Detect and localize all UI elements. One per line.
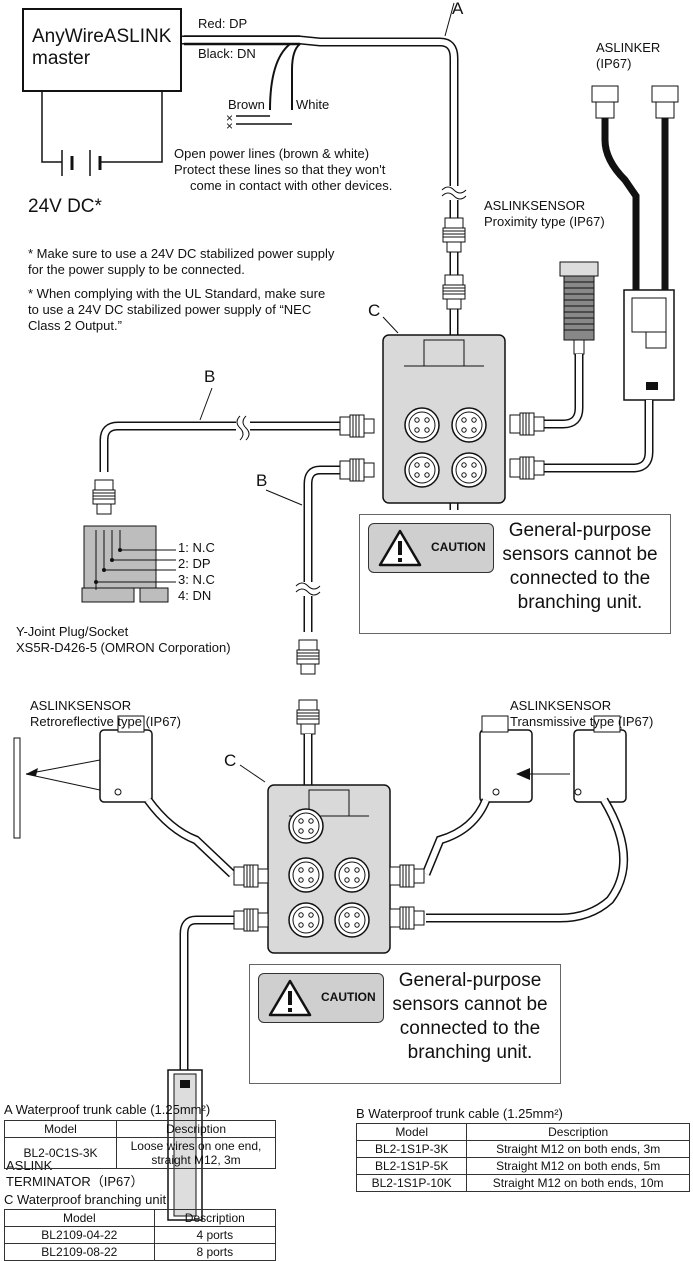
- caution-line: sensors cannot be: [392, 994, 548, 1015]
- table-b-header: Description: [466, 1123, 690, 1141]
- note-2-line2: to use a 24V DC stabilized power supply …: [28, 302, 312, 317]
- master-line2: master: [32, 48, 91, 69]
- yjoint-label-2: XS5R-D426-5 (OMRON Corporation): [16, 640, 231, 655]
- table-c-caption: C Waterproof branching unit: [4, 1192, 167, 1207]
- table-cell: 8 ports: [153, 1243, 277, 1261]
- table-b-header: Model: [355, 1123, 468, 1141]
- table-c-header: Model: [4, 1209, 155, 1227]
- label-c1: C: [368, 301, 381, 320]
- note-1-line1: * Make sure to use a 24V DC stabilized p…: [28, 246, 335, 261]
- table-cell: BL2109-04-22: [4, 1226, 155, 1244]
- power-supply-symbol: [41, 92, 163, 176]
- white-wire-label: White: [296, 97, 330, 112]
- table-c-header: Description: [153, 1209, 277, 1227]
- yjoint-pin-4: 4: DN: [178, 588, 212, 603]
- table-cell: Straight M12 on both ends, 5m: [466, 1157, 690, 1175]
- table-cell: BL2109-08-22: [4, 1243, 155, 1261]
- caution-text: General-purpose sensors cannot be connec…: [498, 519, 662, 615]
- anywire-aslink-master: AnyWireASLINK master: [22, 8, 182, 92]
- caution-line: connected to the: [399, 1018, 541, 1039]
- caution-line: connected to the: [509, 568, 651, 589]
- label-b2: B: [256, 471, 268, 490]
- trunk-cable-a: × ×: [182, 2, 467, 510]
- caution-line: branching unit.: [517, 592, 643, 613]
- branching-unit-c1: [382, 316, 506, 504]
- caution-box-2: CAUTION General-purpose sensors cannot b…: [249, 964, 561, 1084]
- retroreflective-sensor: [13, 715, 236, 878]
- transmissive-label-2: Transmissive type (IP67): [510, 714, 654, 729]
- terminator-label-2: TERMINATOR（IP67）: [6, 1174, 144, 1189]
- svg-text:×: ×: [226, 111, 233, 125]
- table-b-caption: B Waterproof trunk cable (1.25mm²): [356, 1106, 563, 1121]
- caution-line: sensors cannot be: [502, 544, 658, 565]
- yjoint-pin-1: 1: N.C: [178, 540, 215, 555]
- black-wire-label: Black: DN: [198, 46, 256, 61]
- caution-badge: CAUTION: [368, 523, 494, 573]
- label-a: A: [452, 0, 464, 18]
- label-b1: B: [204, 367, 216, 386]
- note-1-line2: for the power supply to be connected.: [28, 262, 245, 277]
- caution-badge-text: CAUTION: [431, 540, 486, 554]
- table-cell: BL2-1S1P-5K: [355, 1157, 468, 1175]
- caution-line: branching unit.: [407, 1042, 533, 1063]
- proximity-label-1: ASLINKSENSOR: [484, 198, 586, 213]
- warning-triangle-icon: [378, 529, 422, 567]
- open-power-note-1: Open power lines (brown & white): [174, 146, 370, 161]
- note-2-line1: * When complying with the UL Standard, m…: [28, 286, 326, 301]
- note-2-line3: Class 2 Output.”: [28, 318, 122, 333]
- table-a-caption: A Waterproof trunk cable (1.25mm²): [4, 1102, 211, 1117]
- table-cell: BL2-0C1S-3K: [4, 1137, 117, 1169]
- table-cell: Straight M12 on both ends, 3m: [466, 1140, 690, 1158]
- caution-text: General-purpose sensors cannot be connec…: [388, 969, 552, 1065]
- power-label: 24V DC*: [28, 196, 102, 217]
- trunk-cable-b1: [99, 387, 340, 472]
- table-cell: Loose wires on one end, straight M12, 3m: [116, 1137, 276, 1169]
- caution-badge-text: CAUTION: [321, 990, 376, 1004]
- trunk-cable-b2: [265, 465, 340, 632]
- y-joint-plug: [81, 525, 176, 603]
- retro-label-2: Retroreflective type (IP67): [30, 714, 182, 729]
- proximity-sensor: [544, 261, 599, 429]
- table-row: BL2-0C1S-3K Loose wires on one end, stra…: [4, 1137, 276, 1169]
- brown-wire-label: Brown: [228, 97, 265, 112]
- aslinker-device: [544, 85, 679, 473]
- yjoint-label-1: Y-Joint Plug/Socket: [16, 624, 129, 639]
- aslinker-label-1: ASLINKER: [596, 40, 661, 55]
- table-a-header: Description: [116, 1120, 276, 1138]
- open-power-note-2: Protect these lines so that they won't: [174, 162, 386, 177]
- warning-triangle-icon: [268, 979, 312, 1017]
- transmissive-sensor: [421, 715, 629, 923]
- caution-line: General-purpose: [398, 970, 542, 991]
- table-cell: Straight M12 on both ends, 10m: [466, 1174, 690, 1192]
- open-power-note-3: come in contact with other devices.: [190, 178, 393, 193]
- caution-badge: CAUTION: [258, 973, 384, 1023]
- transmissive-label-1: ASLINKSENSOR: [510, 698, 612, 713]
- red-wire-label: Red: DP: [198, 16, 248, 31]
- proximity-label-2: Proximity type (IP67): [484, 214, 605, 229]
- caution-line: General-purpose: [508, 520, 652, 541]
- master-line1: AnyWireASLINK: [32, 26, 172, 47]
- aslinker-label-2: (IP67): [596, 56, 632, 71]
- label-c2: C: [224, 751, 237, 770]
- table-cell: BL2-1S1P-10K: [355, 1174, 468, 1192]
- retro-label-1: ASLINKSENSOR: [30, 698, 132, 713]
- table-cell: BL2-1S1P-3K: [355, 1140, 468, 1158]
- table-cell: 4 ports: [153, 1226, 277, 1244]
- svg-text:×: ×: [226, 119, 233, 133]
- yjoint-pin-2: 2: DP: [178, 556, 211, 571]
- caution-box-1: CAUTION General-purpose sensors cannot b…: [359, 514, 671, 634]
- table-a-header: Model: [4, 1120, 117, 1138]
- yjoint-pin-3: 3: N.C: [178, 572, 215, 587]
